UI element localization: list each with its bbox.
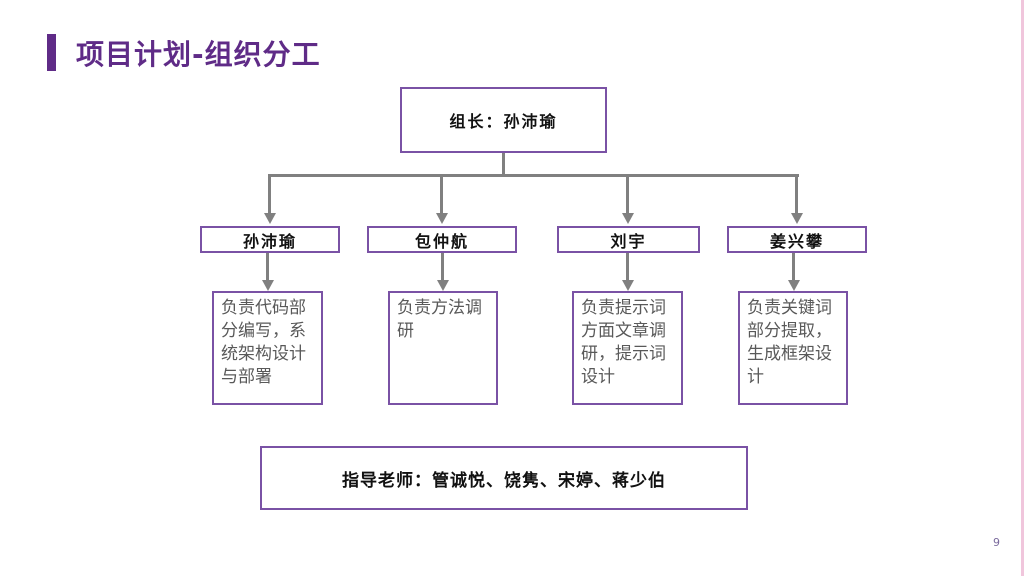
member-duty-box-2: 负责方法调研: [388, 291, 498, 405]
connector-duty-arrow-1: [262, 280, 274, 291]
connector-branch-line-3: [626, 174, 629, 214]
page-title: 项目计划-组织分工: [76, 38, 321, 71]
connector-branch-arrow-4: [791, 213, 803, 224]
member-name-box-4: 姜兴攀: [727, 226, 867, 253]
connector-branch-arrow-2: [436, 213, 448, 224]
member-name-4: 姜兴攀: [769, 231, 824, 251]
member-duty-2: 负责方法调研: [397, 298, 482, 341]
connector-branch-arrow-1: [264, 213, 276, 224]
connector-duty-line-2: [441, 253, 444, 281]
connector-branch-arrow-3: [622, 213, 634, 224]
member-name-2: 包仲航: [414, 231, 469, 251]
advisors-label: 指导老师：管诚悦、饶隽、宋婷、蒋少伯: [342, 470, 666, 491]
member-duty-box-1: 负责代码部分编写，系统架构设计与部署: [212, 291, 323, 405]
member-name-1: 孙沛瑜: [242, 231, 297, 251]
connector-duty-line-1: [266, 253, 269, 281]
root-box: 组长：孙沛瑜: [400, 87, 607, 153]
connector-duty-line-3: [626, 253, 629, 281]
member-duty-box-3: 负责提示词方面文章调研，提示词设计: [572, 291, 683, 405]
member-duty-1: 负责代码部分编写，系统架构设计与部署: [221, 298, 306, 387]
connector-root-stub: [502, 153, 505, 175]
member-name-box-1: 孙沛瑜: [200, 226, 340, 253]
member-name-box-3: 刘宇: [557, 226, 700, 253]
connector-branch-line-1: [268, 174, 271, 214]
member-duty-4: 负责关键词部分提取，生成框架设计: [747, 298, 832, 387]
connector-duty-line-4: [792, 253, 795, 281]
connector-branch-line-2: [440, 174, 443, 214]
advisors-box: 指导老师：管诚悦、饶隽、宋婷、蒋少伯: [260, 446, 748, 510]
member-name-box-2: 包仲航: [367, 226, 517, 253]
member-duty-box-4: 负责关键词部分提取，生成框架设计: [738, 291, 848, 405]
connector-duty-arrow-3: [622, 280, 634, 291]
root-box-label: 组长：孙沛瑜: [449, 112, 558, 131]
title-accent-bar: [47, 34, 56, 71]
right-edge-line: [1021, 0, 1024, 576]
member-name-3: 刘宇: [610, 231, 647, 251]
page-number: 9: [993, 536, 1000, 549]
connector-duty-arrow-2: [437, 280, 449, 291]
member-duty-3: 负责提示词方面文章调研，提示词设计: [581, 298, 666, 387]
connector-horizontal: [268, 174, 799, 177]
connector-branch-line-4: [795, 174, 798, 214]
connector-duty-arrow-4: [788, 280, 800, 291]
